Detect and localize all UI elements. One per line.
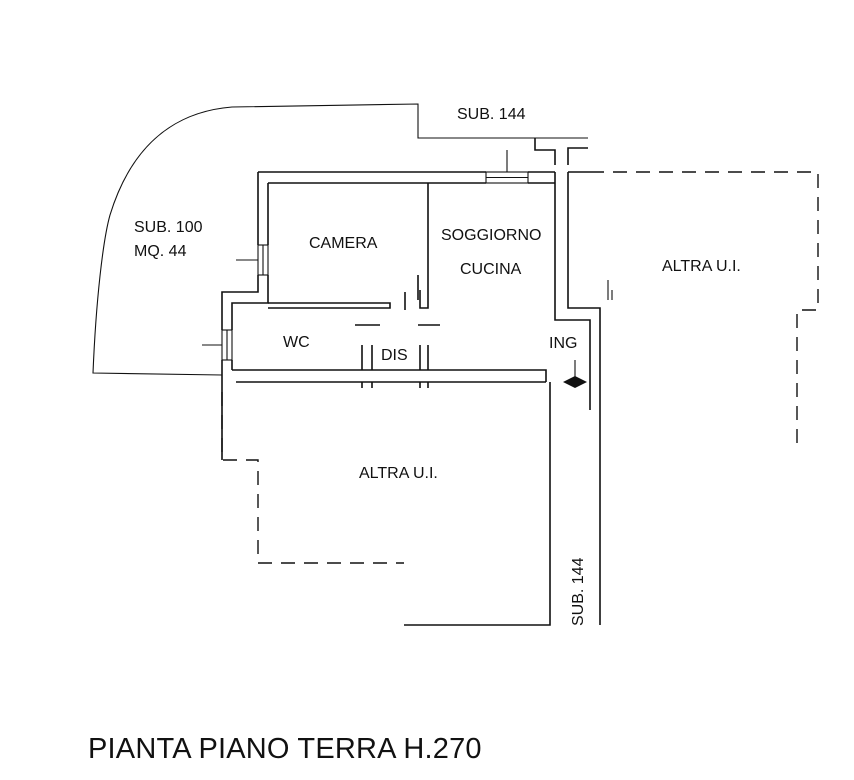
label-soggiorno: SOGGIORNO (441, 227, 541, 244)
label-sub100: SUB. 100 (134, 219, 203, 236)
label-altra-ui-bottom: ALTRA U.I. (359, 465, 438, 482)
dashed-boundaries (221, 171, 819, 564)
interior-walls (268, 183, 440, 388)
label-sub144-vertical: SUB. 144 (570, 557, 587, 626)
windows (202, 150, 529, 361)
label-ing: ING (549, 335, 577, 352)
door-marks (563, 280, 613, 388)
label-dis: DIS (381, 347, 408, 364)
garden-outline (92, 103, 588, 376)
label-camera: CAMERA (309, 235, 378, 252)
label-cucina: CUCINA (460, 261, 522, 278)
entrance-arrow-icon (563, 376, 587, 388)
sub144-notch (534, 138, 588, 165)
label-mq44: MQ. 44 (134, 243, 187, 260)
page-title: PIANTA PIANO TERRA H.270 (88, 733, 482, 765)
floor-plan: SUB. 144 SUB. 100 MQ. 44 CAMERA SOGGIORN… (92, 103, 819, 626)
label-altra-ui-right: ALTRA U.I. (662, 258, 741, 275)
corridor-walls (404, 382, 601, 626)
label-wc: WC (283, 334, 310, 351)
apartment-walls (221, 171, 601, 460)
label-sub144-top: SUB. 144 (457, 106, 526, 123)
